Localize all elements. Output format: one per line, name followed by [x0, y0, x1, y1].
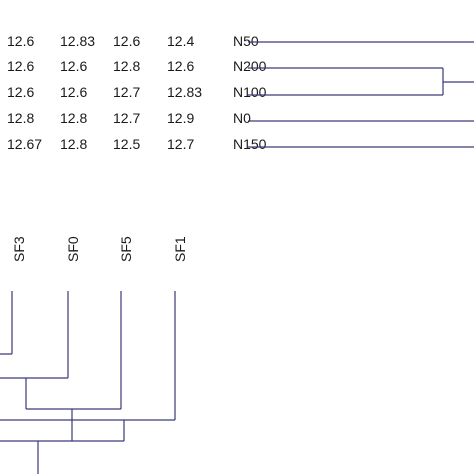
cell-value: 12.7	[113, 84, 140, 100]
cell-value: 12.6	[7, 84, 34, 100]
cell-value: 12.67	[7, 136, 42, 152]
value-cells: 12.6 12.83 12.6 12.4 12.6 12.6 12.8 12.6 12.6 12.…	[7, 33, 202, 152]
column-dendrogram	[0, 291, 176, 474]
cell-value: 12.9	[167, 110, 194, 126]
cell-value: 12.6	[113, 33, 140, 49]
row-label: N50	[233, 33, 259, 49]
cell-value: 12.83	[167, 84, 202, 100]
column-labels: SF3 SF0 SF5 SF1	[11, 236, 188, 262]
row-dendrogram	[248, 41, 474, 148]
cell-value: 12.6	[7, 33, 34, 49]
cell-value: 12.5	[113, 136, 140, 152]
row-label: N100	[233, 84, 267, 100]
cell-value: 12.8	[7, 110, 34, 126]
cell-value: 12.7	[113, 110, 140, 126]
cell-value: 12.6	[60, 58, 87, 74]
cell-value: 12.8	[113, 58, 140, 74]
row-label: N150	[233, 136, 267, 152]
cell-value: 12.8	[60, 110, 87, 126]
column-label: SF0	[65, 236, 81, 262]
row-label: N200	[233, 58, 267, 74]
cell-value: 12.4	[167, 33, 194, 49]
cell-value: 12.83	[60, 33, 95, 49]
cell-value: 12.6	[7, 58, 34, 74]
cell-value: 12.6	[167, 58, 194, 74]
column-label: SF5	[118, 236, 134, 262]
column-label: SF3	[11, 236, 27, 262]
cell-value: 12.7	[167, 136, 194, 152]
cell-value: 12.8	[60, 136, 87, 152]
column-label: SF1	[172, 236, 188, 262]
row-label: N0	[233, 110, 251, 126]
cell-value: 12.6	[60, 84, 87, 100]
